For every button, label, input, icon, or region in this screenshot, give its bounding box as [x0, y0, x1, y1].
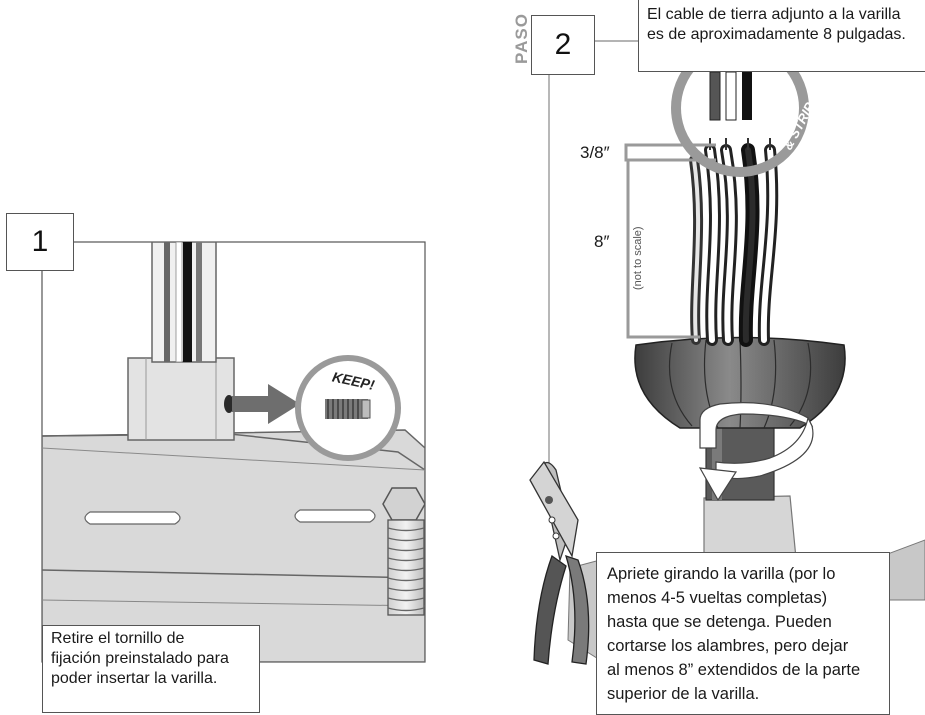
ground-wire-note: El cable de tierra adjunto a la varilla …: [638, 0, 925, 72]
keep-magnifier: KEEP!: [295, 355, 401, 461]
slot-right: [294, 509, 376, 523]
strip-length-label: 3/8″: [580, 143, 610, 162]
paso-label: PASO: [512, 13, 531, 64]
hex-bolt-icon: [382, 487, 425, 616]
stripped-wire-ends: [709, 138, 771, 150]
arrow-icon: [232, 384, 300, 424]
cut-label: CUT: [683, 96, 710, 128]
strip-label: & STRIP: [780, 100, 817, 153]
step-2-line-2: menos 4-5 vueltas completas): [607, 589, 828, 607]
wire-bundle: [689, 143, 779, 347]
dimension-lines: [624, 143, 716, 339]
plier-handle-right: [565, 554, 590, 665]
step-2-line-5: al menos 8” extendidos de la parte: [607, 661, 861, 679]
step-2-number-text: 2: [554, 28, 572, 61]
step-2-line-6: superior de la varilla.: [607, 685, 760, 703]
panel-1: KEEP!: [41, 241, 426, 663]
ground-note-line-1: El cable de tierra adjunto a la varilla: [647, 6, 901, 23]
plier-handle-left: [533, 554, 567, 665]
step-1-line-3: poder insertar la varilla.: [51, 670, 218, 687]
step-1-line-2: fijación preinstalado para: [51, 650, 229, 667]
rod-coupler: [127, 357, 235, 441]
wire-stripper-icon: [529, 460, 590, 665]
not-to-scale-label: (not to scale): [632, 226, 644, 290]
step-1-number-text: 1: [31, 225, 49, 258]
step-1-line-1: Retire el tornillo de: [51, 630, 185, 647]
step-2-line-3: hasta que se detenga. Pueden: [607, 613, 832, 631]
step-2-instruction: Apriete girando la varilla (por lo menos…: [596, 552, 890, 715]
step-2-line-4: cortarse los alambres, pero dejar: [607, 637, 849, 655]
rotate-arrow-icon: [698, 402, 814, 502]
wire-length-label: 8″: [594, 232, 610, 251]
slot-left: [84, 511, 181, 525]
step-2-line-1: Apriete girando la varilla (por lo: [607, 565, 836, 583]
ground-note-line-2: es de aproximadamente 8 pulgadas.: [647, 26, 906, 43]
canopy-edge: [42, 569, 425, 579]
step-2-number: 2: [531, 15, 595, 75]
step-1-number: 1: [6, 213, 74, 271]
step-1-instruction: Retire el tornillo de fijación preinstal…: [42, 625, 260, 713]
set-screw-hole: [224, 395, 234, 413]
